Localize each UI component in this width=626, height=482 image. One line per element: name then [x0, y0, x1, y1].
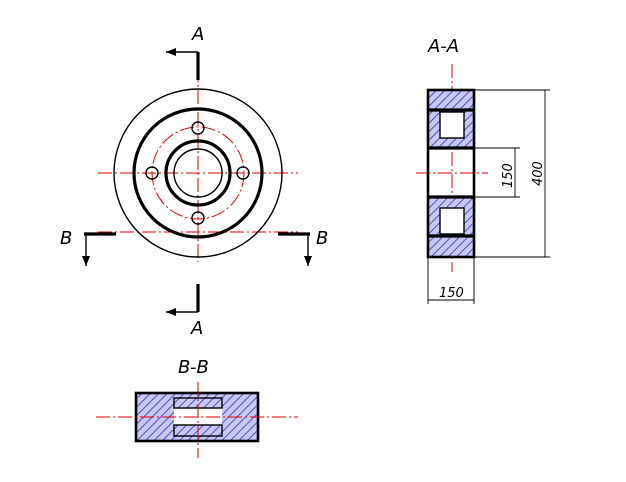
dim-bore-label: 150: [501, 163, 516, 188]
section-a-lower-recess: [440, 208, 464, 234]
section-b-right-label: B: [316, 228, 328, 249]
section-a-bottom-arrowhead: [166, 308, 176, 316]
bolt-circle: [151, 126, 245, 220]
section-a-top-label: A: [191, 24, 204, 45]
section-a-outline: [426, 88, 476, 259]
bolt-hole-bottom: [191, 211, 205, 225]
front-view: A A B B: [60, 24, 328, 339]
section-b-left-label: B: [60, 228, 72, 249]
bore-circle: [173, 148, 223, 198]
bolt-hole-right: [236, 166, 250, 180]
section-a-top-arrowhead: [166, 48, 176, 56]
section-b-left-arrowhead: [82, 256, 90, 266]
hub-outer-circle: [164, 139, 232, 207]
section-a-bottom-label: A: [190, 318, 203, 339]
section-b-b-title: B-B: [178, 357, 209, 378]
bolt-hole-left: [145, 166, 159, 180]
section-a-upper-recess: [440, 112, 464, 138]
section-b-b-view: B-B: [96, 357, 298, 458]
outer-rim-circle: [113, 88, 283, 258]
dim-400-label: 400: [531, 161, 546, 186]
section-a-upper-slot: [439, 111, 465, 139]
dim-width-label: 150: [439, 286, 464, 301]
bolt-hole-top: [191, 121, 205, 135]
section-a-a-view: A-A 400 150 150: [416, 36, 550, 304]
section-a-lower-slot: [439, 207, 465, 235]
section-a-a-title: A-A: [427, 36, 459, 57]
flange-circle: [132, 107, 264, 239]
section-b-right-arrowhead: [304, 256, 312, 266]
